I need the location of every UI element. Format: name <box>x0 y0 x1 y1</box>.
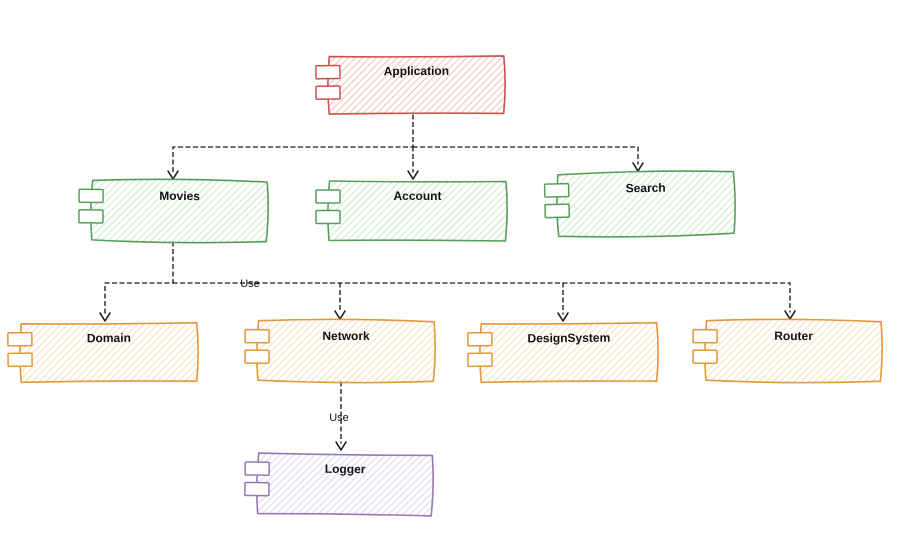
component-box <box>479 321 659 384</box>
node-network[interactable]: Network <box>244 318 436 384</box>
node-label: Domain <box>87 331 131 345</box>
component-box <box>327 55 506 115</box>
arrowhead-icon <box>167 170 179 180</box>
node-designsystem[interactable]: DesignSystem <box>467 321 659 384</box>
component-tab-icon <box>7 352 33 368</box>
component-tab-icon <box>244 349 270 364</box>
node-label: DesignSystem <box>527 331 610 346</box>
component-tab-icon <box>467 331 493 347</box>
component-tab-icon <box>692 349 718 364</box>
edge-line <box>172 282 791 313</box>
node-logger[interactable]: Logger <box>244 452 434 517</box>
edge-network-logger[interactable] <box>335 381 347 451</box>
edge-application-search[interactable] <box>412 146 644 172</box>
component-box <box>256 452 434 517</box>
node-application[interactable]: Application <box>315 55 506 115</box>
component-tab-icon <box>544 203 570 219</box>
node-label: Logger <box>325 462 366 476</box>
arrowhead-icon <box>334 310 346 320</box>
component-tab-icon <box>467 352 493 368</box>
edge-movies-designsystem[interactable] <box>557 282 569 322</box>
edge-label-use: Use <box>240 278 260 290</box>
arrowhead-icon <box>99 312 111 322</box>
component-box <box>19 321 199 384</box>
node-label: Search <box>626 181 666 196</box>
arrowhead-icon <box>407 170 419 180</box>
arrowhead-icon <box>335 441 347 451</box>
component-tab-icon <box>315 85 341 100</box>
component-tab-icon <box>78 209 104 224</box>
component-tab-icon <box>315 209 341 225</box>
component-tab-icon <box>692 328 718 344</box>
edge-movies-domain[interactable] <box>99 241 174 322</box>
node-label: Account <box>394 189 442 203</box>
node-label: Network <box>322 329 370 343</box>
component-box <box>256 318 436 384</box>
node-movies[interactable]: Movies <box>78 178 269 244</box>
edge-line <box>172 114 414 173</box>
component-tab-icon <box>244 481 270 497</box>
edge-application-movies[interactable] <box>167 114 414 180</box>
edge-application-account[interactable] <box>407 146 419 180</box>
node-search[interactable]: Search <box>543 170 736 239</box>
component-tab-icon <box>7 331 33 347</box>
component-box <box>327 180 508 242</box>
node-router[interactable]: Router <box>692 318 883 384</box>
edge-movies-network[interactable] <box>334 282 346 320</box>
component-tab-icon <box>315 189 341 204</box>
component-tab-icon <box>543 182 570 198</box>
component-box <box>90 178 269 244</box>
component-tab-icon <box>244 461 270 476</box>
component-tab-icon <box>315 64 341 80</box>
arrowhead-icon <box>557 312 569 322</box>
node-label: Application <box>384 64 449 78</box>
component-tab-icon <box>244 328 270 344</box>
component-box <box>704 318 883 384</box>
node-label: Movies <box>159 189 200 203</box>
edge-label-use: Use <box>329 412 349 424</box>
node-label: Router <box>774 329 813 343</box>
component-box <box>556 170 736 238</box>
edge-line <box>412 146 639 165</box>
component-tab-icon <box>78 188 104 204</box>
edge-line <box>104 241 174 315</box>
node-account[interactable]: Account <box>315 180 508 242</box>
edge-movies-router[interactable] <box>172 282 796 320</box>
node-domain[interactable]: Domain <box>7 321 199 384</box>
